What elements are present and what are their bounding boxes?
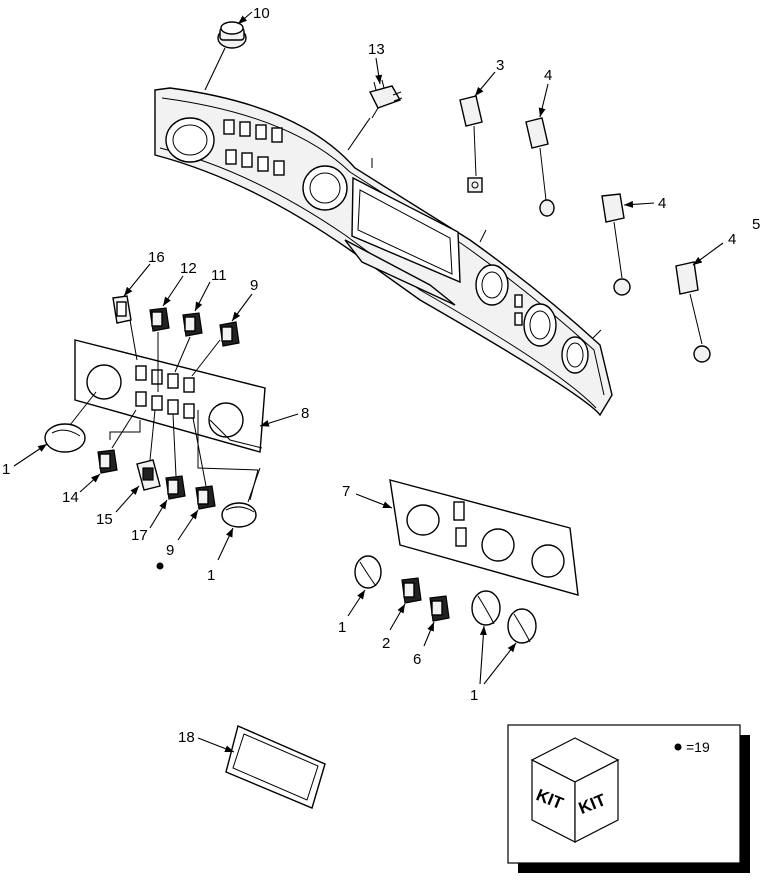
display-window <box>344 176 461 306</box>
part-10-connector <box>204 21 247 91</box>
callout-15: 15 <box>96 511 113 528</box>
callout-1-c: 1 <box>338 619 346 636</box>
callout-16: 16 <box>148 249 165 266</box>
callout-9-b: 9 <box>166 542 174 559</box>
callout-5: 5 <box>752 216 760 233</box>
callout-7: 7 <box>342 483 350 500</box>
callout-1-a: 1 <box>2 461 10 478</box>
dash-panel-assembly <box>154 87 613 417</box>
part-13-connector <box>347 79 403 151</box>
callout-2: 2 <box>382 635 390 652</box>
callout-labels: 10 13 3 4 4 5 4 16 12 11 9 8 1 14 15 17 … <box>2 5 760 746</box>
switch-blank-grid <box>223 119 285 176</box>
part-1-knob-b <box>221 467 261 528</box>
callout-17: 17 <box>131 527 148 544</box>
part-7-right-gauge-panel <box>389 479 579 596</box>
callout-leaders <box>13 11 724 753</box>
kit-marker-dot <box>156 562 164 570</box>
part-18-bezel <box>225 725 326 809</box>
callout-8: 8 <box>301 405 309 422</box>
part-9-switch-a <box>191 321 240 377</box>
panel-8-switch-slots <box>135 365 195 419</box>
part-11-switch <box>174 312 203 373</box>
part-15-switch <box>136 409 161 491</box>
callout-1-b: 1 <box>207 567 215 584</box>
part-1-knob-c <box>354 555 382 589</box>
right-gauges <box>475 264 589 374</box>
callout-1-d: 1 <box>470 687 478 704</box>
part-4-harness-switch-c <box>675 261 711 363</box>
callout-4-b: 4 <box>658 195 666 212</box>
callout-9-a: 9 <box>250 277 258 294</box>
part-17-switch <box>165 413 186 500</box>
callout-18: 18 <box>178 729 195 746</box>
callout-13: 13 <box>368 41 385 58</box>
callout-4-c: 4 <box>728 231 736 248</box>
callout-11: 11 <box>211 267 227 284</box>
callout-3: 3 <box>496 57 504 74</box>
kit-cube-icon <box>530 737 620 843</box>
center-gauge <box>302 165 348 211</box>
part-6-switch <box>429 595 450 622</box>
part-9-switch-b <box>192 417 216 510</box>
kit-legend-box <box>507 724 750 873</box>
callout-10: 10 <box>253 5 270 22</box>
part-4-harness-switch-a <box>525 117 555 217</box>
part-16-switch <box>112 295 138 361</box>
part-2-switch <box>401 577 422 604</box>
kit-legend-label: =19 <box>686 739 710 755</box>
callout-12: 12 <box>180 260 197 277</box>
callout-14: 14 <box>62 489 79 506</box>
kit-legend-dot <box>674 743 682 751</box>
part-3-harness-switch <box>459 95 483 193</box>
left-gauge <box>165 117 215 163</box>
callout-6: 6 <box>413 651 421 668</box>
part-1-knob-a <box>44 391 97 453</box>
part-12-switch <box>149 307 170 392</box>
part-4-harness-switch-b <box>601 193 631 296</box>
part-1-knob-d <box>471 590 537 644</box>
part-14-switch <box>97 409 137 474</box>
part-8-left-switch-panel <box>74 339 266 453</box>
callout-4-a: 4 <box>544 67 552 84</box>
